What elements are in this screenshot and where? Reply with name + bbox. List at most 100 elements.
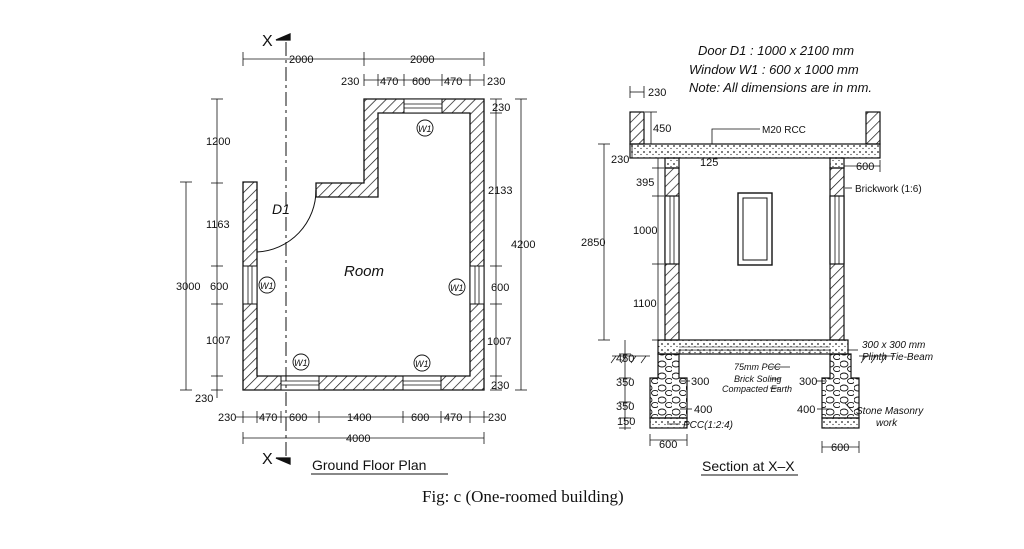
dim-bottom-total: 4000 xyxy=(346,433,370,445)
dim-top-1: 2000 xyxy=(289,54,313,66)
dim-right-3: 600 xyxy=(491,282,509,294)
lintel-left xyxy=(664,157,680,169)
dim-found2: 350 xyxy=(616,401,634,413)
plinth-beam-label-2: Plinth Tie-Beam xyxy=(862,352,933,363)
plan-caption: Ground Floor Plan xyxy=(312,457,426,473)
dim-wall-h: 2850 xyxy=(581,237,605,249)
dim-bottom-4: 1400 xyxy=(347,412,371,424)
dim-right-1: 230 xyxy=(492,102,510,114)
dim-bottom-7: 230 xyxy=(488,412,506,424)
stone-label-2: work xyxy=(876,418,898,429)
section-mark-top: X xyxy=(262,33,273,50)
pcc-left xyxy=(649,417,688,429)
window-right xyxy=(469,265,485,305)
window-left xyxy=(242,265,258,305)
window-bottom-left xyxy=(280,375,320,391)
pcc75-label: 75mm PCC xyxy=(734,362,781,372)
dim-left-1: 1200 xyxy=(206,136,230,148)
door-swing-arc xyxy=(256,189,317,253)
dim-right-total: 4200 xyxy=(511,239,535,251)
dim-parapet-h: 450 xyxy=(653,123,671,135)
dim-left-outer: 3000 xyxy=(176,281,200,293)
dim-bottom-1: 230 xyxy=(218,412,236,424)
rcc-slab xyxy=(629,143,881,159)
ground-floor-plan xyxy=(180,33,527,465)
parapet-left xyxy=(629,111,645,145)
window-label: W1 xyxy=(260,281,274,291)
dim-right-2: 2133 xyxy=(488,185,512,197)
dim-bottom-6: 470 xyxy=(444,412,462,424)
pcc-right xyxy=(821,417,860,429)
dim-right-4: 1007 xyxy=(487,336,511,348)
dim-found1: 350 xyxy=(616,377,634,389)
section-window-left xyxy=(664,195,680,265)
parapet-right xyxy=(865,111,881,145)
dim-sill: 1100 xyxy=(633,298,657,310)
dim-left-2: 1163 xyxy=(206,219,230,231)
window-label: W1 xyxy=(294,358,308,368)
dim-bottom-5: 600 xyxy=(411,412,429,424)
dim-plinth: 450 xyxy=(616,353,634,365)
dim-topsub-1: 230 xyxy=(341,76,359,88)
room-label: Room xyxy=(344,263,384,280)
window-note: Window W1 : 600 x 1000 mm xyxy=(689,62,859,77)
dim-400-left: 400 xyxy=(694,404,712,416)
dim-slab: 230 xyxy=(611,154,629,166)
plan-labels: X X Room D1 W1 W1 W1 W1 W1 2000 2000 230… xyxy=(176,33,535,475)
dim-bottom-2: 470 xyxy=(259,412,277,424)
section-labels: M20 RCC Brickwork (1:6) 300 x 300 mm Pli… xyxy=(581,87,933,476)
dim-pcc-t: 150 xyxy=(617,416,635,428)
section-mark-bottom: X xyxy=(262,451,273,468)
door-note: Door D1 : 1000 x 2100 mm xyxy=(698,43,854,58)
dim-600-left: 600 xyxy=(659,439,677,451)
rcc-label: M20 RCC xyxy=(762,125,806,136)
window-bottom-right xyxy=(402,375,442,391)
dim-left-3: 600 xyxy=(210,281,228,293)
dim-topsub-5: 230 xyxy=(487,76,505,88)
dim-bottom-3: 600 xyxy=(289,412,307,424)
notes: Door D1 : 1000 x 2100 mm Window W1 : 600… xyxy=(689,43,872,95)
dim-left-4: 1007 xyxy=(206,335,230,347)
lintel-right xyxy=(829,157,845,169)
window-label: W1 xyxy=(418,124,432,134)
brick-soling xyxy=(678,349,831,355)
foundation-right xyxy=(821,353,860,419)
dim-topsub-3: 600 xyxy=(412,76,430,88)
far-window-inner xyxy=(742,197,768,261)
dim-topsub-2: 470 xyxy=(380,76,398,88)
section-arrow-top xyxy=(275,33,291,41)
foundation-left xyxy=(649,353,688,419)
section-caption: Section at X–X xyxy=(702,458,795,474)
figure-caption: Fig: c (One-roomed building) xyxy=(422,487,624,506)
dim-lintel: 395 xyxy=(636,177,654,189)
section-arrow-bottom xyxy=(275,457,291,465)
dim-window-h: 1000 xyxy=(633,225,657,237)
pcc-label: PCC(1:2:4) xyxy=(683,420,733,431)
dim-overhang: 600 xyxy=(856,161,874,173)
dim-300-right: 300 xyxy=(799,376,817,388)
window-label: W1 xyxy=(415,359,429,369)
earth-label: Compacted Earth xyxy=(722,384,792,394)
dims-note: Note: All dimensions are in mm. xyxy=(689,80,872,95)
door-label: D1 xyxy=(272,201,290,217)
section-window-right xyxy=(829,195,845,265)
stone-label-1: Stone Masonry xyxy=(856,406,924,417)
soling-label: Brick Soling xyxy=(734,374,782,384)
dim-300-left: 300 xyxy=(691,376,709,388)
window-top xyxy=(403,98,443,114)
dim-topsub-4: 470 xyxy=(444,76,462,88)
plinth-beam-label: 300 x 300 mm xyxy=(862,340,925,351)
brickwork-label: Brickwork (1:6) xyxy=(855,184,922,195)
section-x-x xyxy=(598,86,895,453)
plan-walls xyxy=(242,98,485,391)
dim-top-2: 2000 xyxy=(410,54,434,66)
dim-left-5: 230 xyxy=(195,393,213,405)
far-window-outer xyxy=(737,192,773,266)
dim-400-right: 400 xyxy=(797,404,815,416)
dim-parapet-w: 230 xyxy=(648,87,666,99)
window-label: W1 xyxy=(450,283,464,293)
dim-right-5: 230 xyxy=(491,380,509,392)
dim-600-right: 600 xyxy=(831,442,849,454)
dim-bearing: 125 xyxy=(700,157,718,169)
